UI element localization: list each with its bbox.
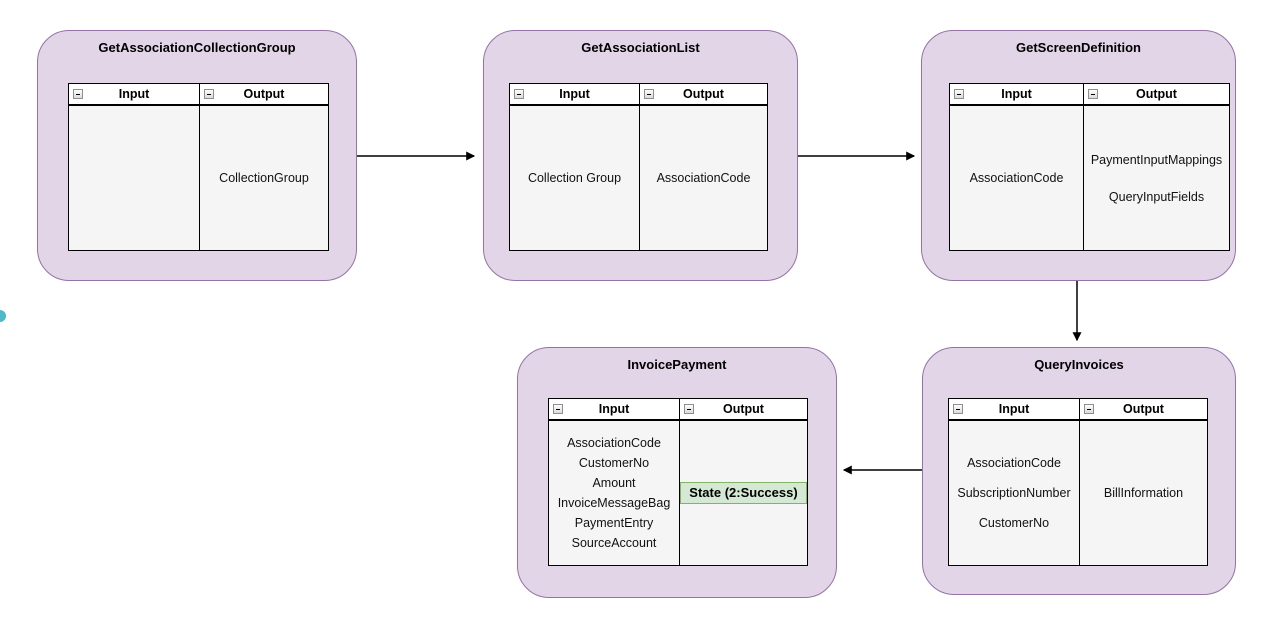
output-item[interactable]: BillInformation: [1103, 486, 1184, 500]
node-get-association-list[interactable]: GetAssociationList Input Collection Grou…: [483, 30, 798, 281]
collapse-icon[interactable]: [73, 89, 83, 99]
input-item[interactable]: SourceAccount: [571, 536, 657, 550]
collapse-icon[interactable]: [644, 89, 654, 99]
input-column-header[interactable]: Input: [950, 84, 1083, 106]
output-list: CollectionGroup: [200, 106, 328, 250]
output-item[interactable]: QueryInputFields: [1108, 189, 1205, 204]
input-header-label: Input: [118, 87, 150, 101]
output-header-label: Output: [683, 87, 724, 101]
output-item[interactable]: PaymentInputMappings: [1090, 152, 1223, 167]
output-item[interactable]: AssociationCode: [656, 171, 751, 185]
io-table[interactable]: Input AssociationCode SubscriptionNumber…: [948, 398, 1208, 566]
collapse-icon[interactable]: [1088, 89, 1098, 99]
output-list: State (2:Success): [680, 421, 807, 565]
input-item[interactable]: CustomerNo: [578, 456, 650, 470]
collapse-icon[interactable]: [514, 89, 524, 99]
output-list: PaymentInputMappings QueryInputFields: [1084, 106, 1229, 250]
io-table[interactable]: Input Output CollectionGroup: [68, 83, 329, 251]
input-item[interactable]: AssociationCode: [567, 436, 661, 450]
collapse-icon[interactable]: [553, 404, 563, 414]
input-list: AssociationCode CustomerNo Amount Invoic…: [549, 421, 679, 565]
output-header-label: Output: [1136, 87, 1177, 101]
io-table[interactable]: Input AssociationCode Output PaymentInpu…: [949, 83, 1230, 251]
input-item[interactable]: InvoiceMessageBag: [557, 496, 671, 510]
input-header-label: Input: [998, 402, 1030, 416]
collapse-icon[interactable]: [684, 404, 694, 414]
node-title: InvoicePayment: [627, 357, 727, 372]
node-get-screen-definition[interactable]: GetScreenDefinition Input AssociationCod…: [921, 30, 1236, 281]
input-item[interactable]: Amount: [592, 476, 636, 490]
output-column-header[interactable]: Output: [680, 399, 807, 421]
node-query-invoices[interactable]: QueryInvoices Input AssociationCode Subs…: [922, 347, 1236, 595]
node-invoice-payment[interactable]: InvoicePayment Input AssociationCode Cus…: [517, 347, 837, 598]
node-title: QueryInvoices: [1034, 357, 1124, 372]
input-item[interactable]: AssociationCode: [967, 456, 1061, 470]
input-item[interactable]: CustomerNo: [978, 516, 1050, 530]
input-header-label: Input: [598, 402, 630, 416]
input-column-header[interactable]: Input: [510, 84, 639, 106]
input-column-header[interactable]: Input: [549, 399, 679, 421]
output-header-label: Output: [1123, 402, 1164, 416]
collapse-icon[interactable]: [953, 404, 963, 414]
input-item[interactable]: PaymentEntry: [574, 516, 654, 530]
output-header-label: Output: [243, 87, 285, 101]
output-header-label: Output: [723, 402, 764, 416]
input-item[interactable]: Collection Group: [527, 171, 622, 185]
collapse-icon[interactable]: [204, 89, 214, 99]
output-column-header[interactable]: Output: [200, 84, 328, 106]
input-header-label: Input: [1001, 87, 1032, 101]
io-table[interactable]: Input Collection Group Output Associatio…: [509, 83, 768, 251]
input-list: AssociationCode SubscriptionNumber Custo…: [949, 421, 1079, 565]
node-title: GetAssociationList: [581, 40, 700, 55]
output-list: AssociationCode: [640, 106, 767, 250]
output-column-header[interactable]: Output: [1084, 84, 1229, 106]
output-item[interactable]: CollectionGroup: [219, 171, 309, 185]
node-title: GetScreenDefinition: [1016, 40, 1141, 55]
canvas-marker-dot: [0, 310, 6, 322]
state-success-badge[interactable]: State (2:Success): [680, 482, 807, 504]
node-get-association-collection-group[interactable]: GetAssociationCollectionGroup Input Outp…: [37, 30, 357, 281]
input-header-label: Input: [559, 87, 590, 101]
input-item[interactable]: AssociationCode: [969, 171, 1064, 185]
input-item[interactable]: SubscriptionNumber: [957, 486, 1071, 500]
output-list: BillInformation: [1080, 421, 1207, 565]
input-column-header[interactable]: Input: [69, 84, 199, 106]
input-list: AssociationCode: [950, 106, 1083, 250]
io-table[interactable]: Input AssociationCode CustomerNo Amount …: [548, 398, 808, 566]
input-column-header[interactable]: Input: [949, 399, 1079, 421]
output-column-header[interactable]: Output: [640, 84, 767, 106]
collapse-icon[interactable]: [1084, 404, 1094, 414]
input-list: Collection Group: [510, 106, 639, 250]
collapse-icon[interactable]: [954, 89, 964, 99]
output-column-header[interactable]: Output: [1080, 399, 1207, 421]
input-list: [69, 106, 199, 250]
node-title: GetAssociationCollectionGroup: [98, 40, 296, 55]
